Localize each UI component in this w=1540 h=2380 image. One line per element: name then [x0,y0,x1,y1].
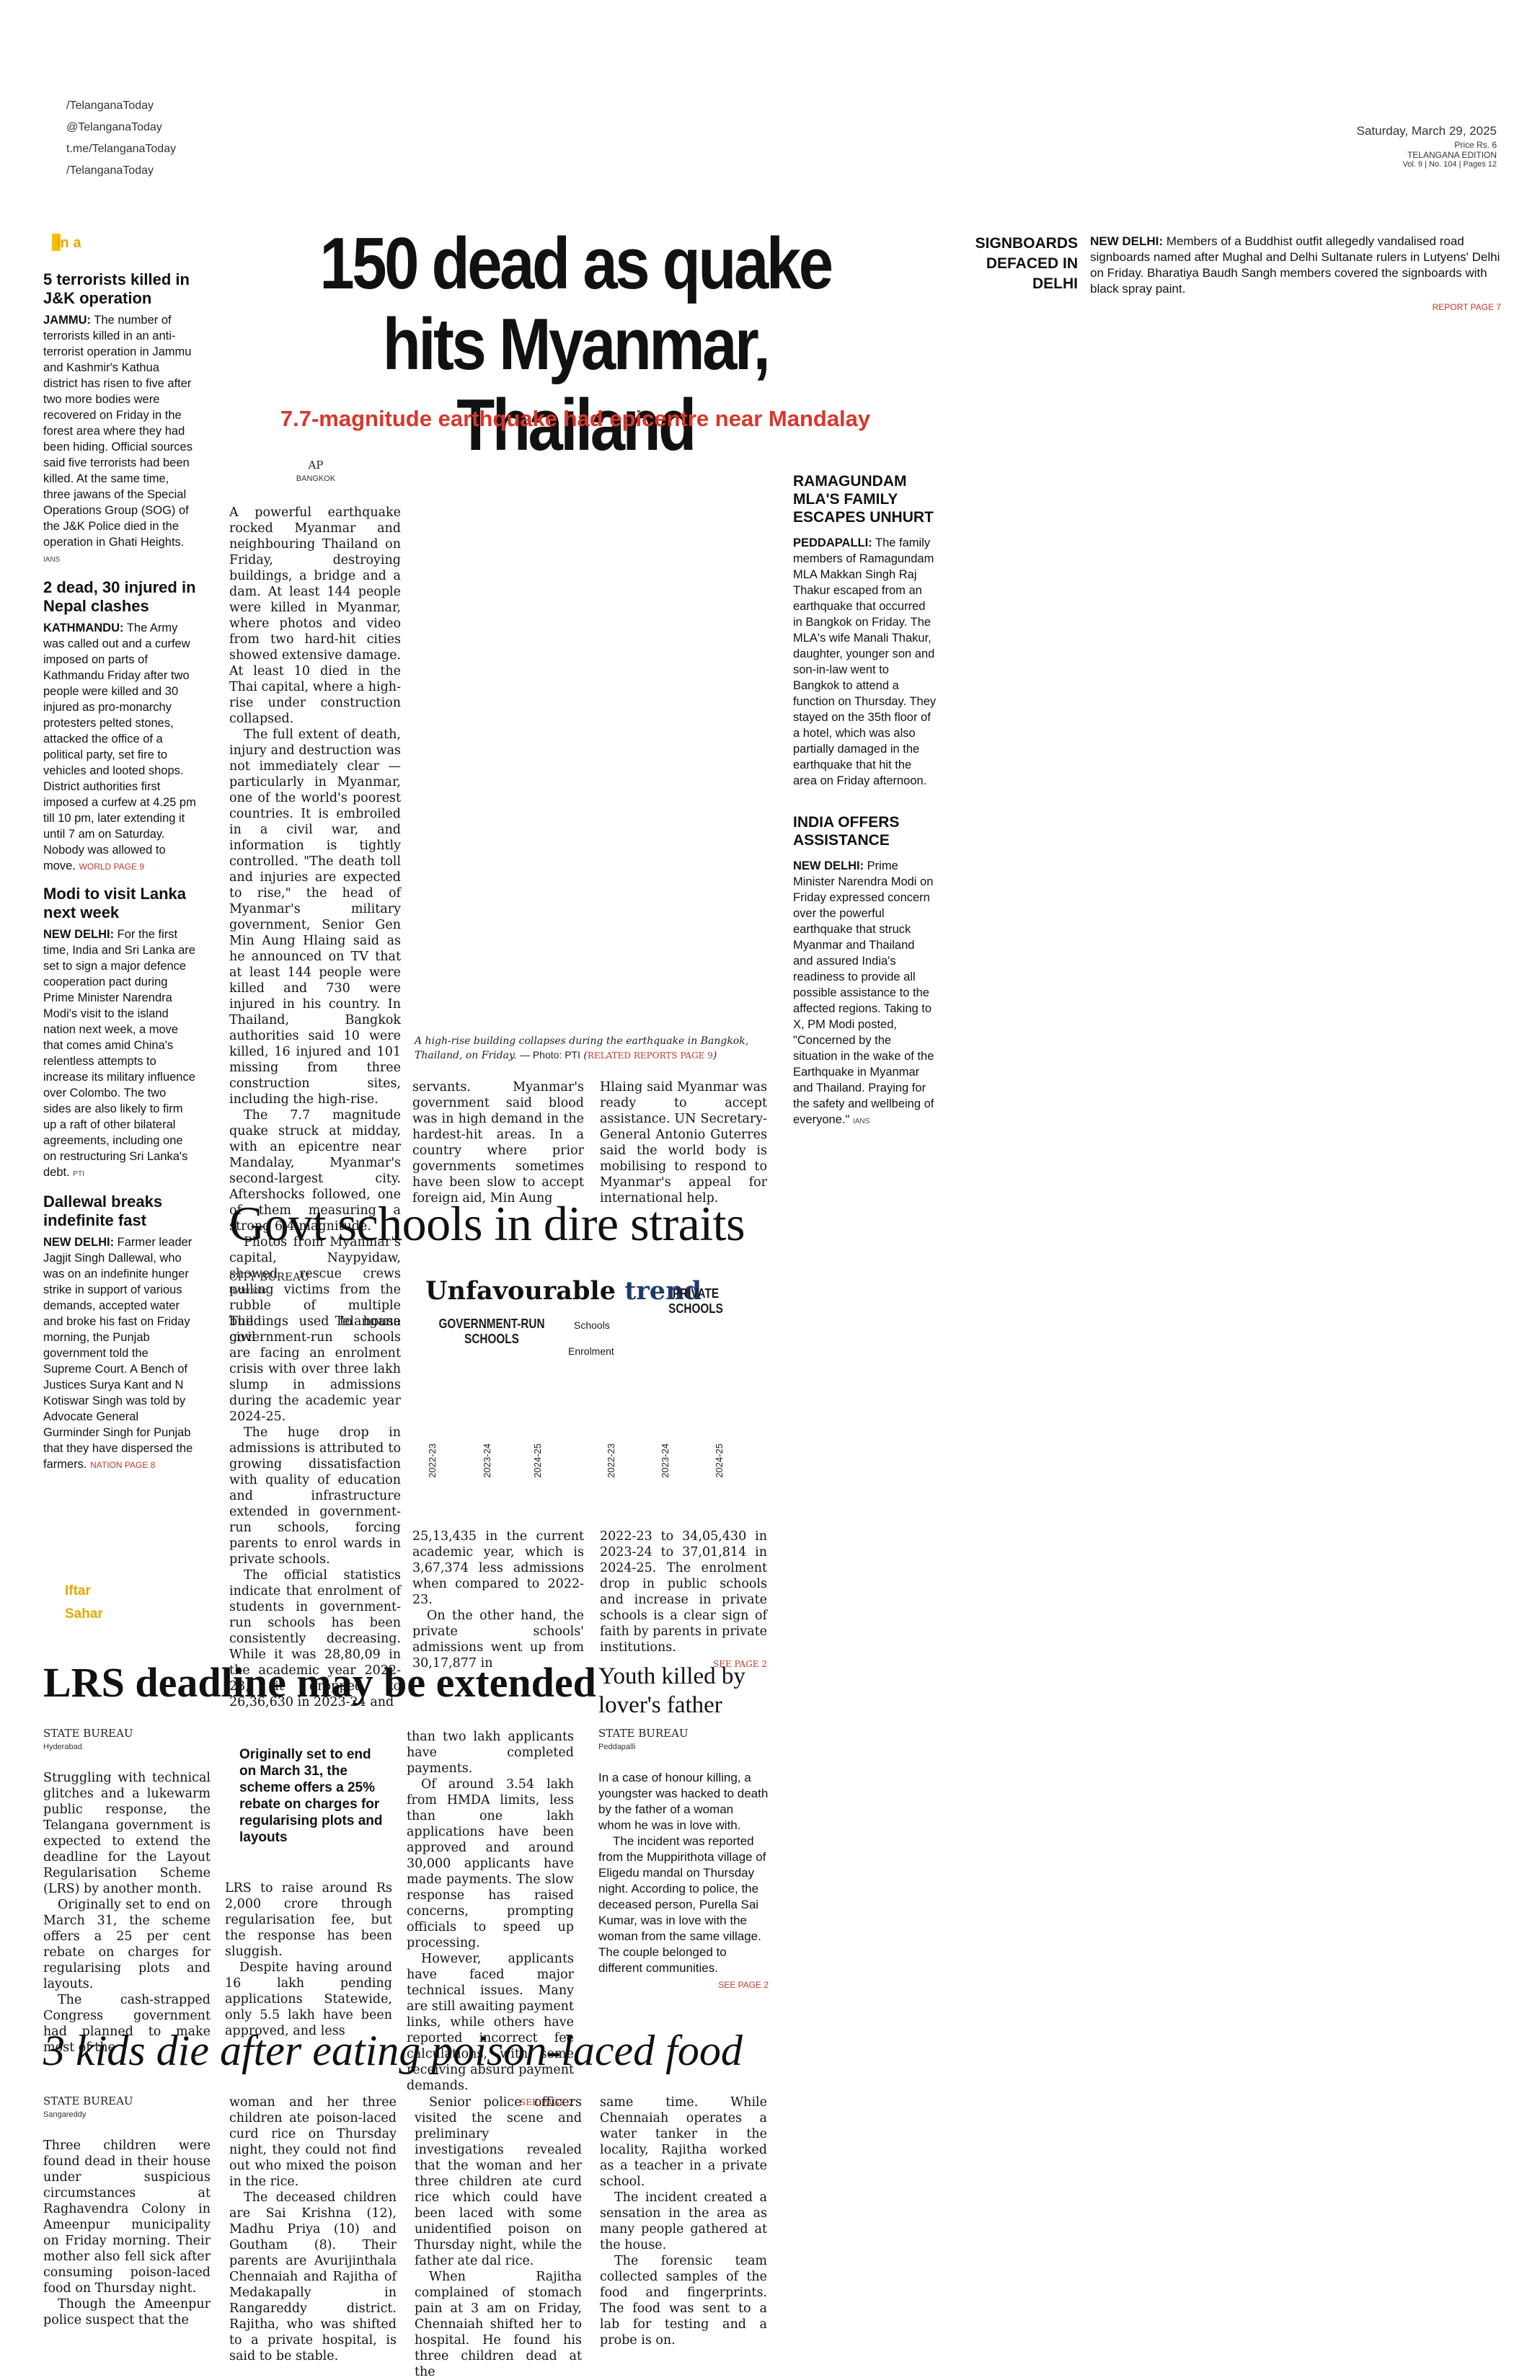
side-body: NEW DELHI: Prime Minister Narendra Modi … [793,859,934,1126]
instagram-handle[interactable]: /TelanganaToday [66,164,154,177]
tick-label: 2022-23 [606,1443,616,1478]
edition: TELANGANA EDITION [1407,150,1497,160]
dateline-place: Sangareddy [43,2110,87,2119]
poison-column-2: woman and her three children ate poison-… [229,2095,397,2363]
telegram-link[interactable]: t.me/TelanganaToday [66,143,177,155]
price: Price Rs. 6 [1454,140,1497,150]
page-ref[interactable]: REPORT PAGE 7 [1432,302,1501,312]
teaser-body: NEW DELHI: Members of a Buddhist outfit … [1090,234,1501,312]
byline: AP [308,459,324,472]
photo-caption: A high-rise building collapses during th… [415,1035,749,1061]
brief-item: 5 terrorists killed in J&K operation JAM… [43,270,196,568]
right-column: RAMAGUNDAM MLA'S FAMILY ESCAPES UNHURT P… [793,472,937,1130]
tick-label: 2023-24 [482,1443,492,1478]
side-story: INDIA OFFERS ASSISTANCE NEW DELHI: Prime… [793,813,937,1130]
brief-body: NEW DELHI: For the first time, India and… [43,928,195,1179]
youth-headline: Youth killed by lover's father [598,1663,745,1718]
brief-item: Modi to visit Lanka next week NEW DELHI:… [43,885,196,1182]
brief-item: 2 dead, 30 injured in Nepal clashes KATH… [43,578,196,875]
lrs-byline-block: STATE BUREAU Hyderabad [43,1727,216,1751]
schools-column-3: 2022-23 to 34,05,430 in 2023-24 to 37,01… [600,1529,767,1669]
lrs-column-1: Struggling with technical glitches and a… [43,1771,211,2055]
page-ref[interactable]: SEE PAGE 2 [520,2097,574,2107]
label-marker [52,234,61,251]
lead-column-2: servants. Myanmar's government said bloo… [412,1080,584,1206]
brief-headline: Dallewal breaks indefinite fast [43,1193,163,1229]
legend-schools: Schools [574,1319,610,1331]
page-ref[interactable]: WORLD PAGE 9 [79,862,144,872]
lead-headline: 150 dead as quake hits Myanmar, Thailand [319,224,833,466]
poison-headline: 3 kids die after eating poison-laced foo… [43,2027,743,2074]
column-label: In a [56,235,81,251]
lead-photo [411,447,764,1024]
lead-column-1: A powerful earthquake rocked Myanmar and… [229,505,401,1345]
brief-item: Dallewal breaks indefinite fast NEW DELH… [43,1193,196,1473]
brief-body: JAMMU: The number of terrorists killed i… [43,314,192,564]
poison-column-4: same time. While Chennaiah operates a wa… [600,2095,767,2348]
dateline-place: BANGKOK [296,474,336,483]
lead-column-3: Hlaing said Myanmar was ready to accept … [600,1080,767,1206]
byline: STATE BUREAU [43,1727,133,1740]
teaser-label: SIGNBOARDS DEFACED IN DELHI [975,235,1078,292]
tick-label: 2023-24 [660,1443,671,1478]
tick-label: 2024-25 [532,1443,543,1478]
lrs-headline: LRS deadline may be extended [43,1659,596,1706]
page-ref[interactable]: NATION PAGE 8 [90,1460,156,1470]
schools-byline-block: CITY BUREAU Hyderabad [229,1270,402,1295]
legend-enrolment: Enrolment [568,1345,614,1357]
page-ref[interactable]: SEE PAGE 2 [718,1980,769,1990]
schools-column-1: The Telangana government-run schools are… [229,1314,401,1709]
youth-body: In a case of honour killing, a youngster… [598,1771,769,1990]
schools-headline: Govt schools in dire straits [229,1196,745,1251]
tick-label: 2022-23 [427,1443,438,1478]
brief-body: NEW DELHI: Farmer leader Jagjit Singh Da… [43,1236,193,1471]
sahar-label: Sahar [65,1606,103,1622]
page-ref[interactable]: SEE PAGE 2 [713,1659,767,1669]
brief-headline: 2 dead, 30 injured in Nepal clashes [43,578,196,615]
poison-column-3: Senior police officers visited the scene… [415,2095,582,2379]
youth-byline-block: STATE BUREAU Peddapalli [598,1727,771,1751]
side-headline: RAMAGUNDAM MLA'S FAMILY ESCAPES UNHURT [793,473,934,526]
chart-group-label: PRIVATE SCHOOLS [668,1286,723,1316]
volume: Vol. 9 | No. 104 | Pages 12 [1402,160,1497,169]
lrs-pullquote: Originally set to end on March 31, the s… [239,1747,383,1845]
chart-group-label: GOVERNMENT-RUN SCHOOLS [438,1317,545,1346]
byline: STATE BUREAU [598,1727,689,1740]
tick-label: 2024-25 [714,1443,725,1478]
enrolment-chart: Unfavourable trend GOVERNMENT-RUN SCHOOL… [411,1276,771,1500]
poison-column-1: Three children were found dead in their … [43,2138,211,2327]
side-headline: INDIA OFFERS ASSISTANCE [793,814,900,849]
lrs-column-3: than two lakh applicants have completed … [407,1730,574,2107]
twitter-handle[interactable]: @TelanganaToday [66,121,162,133]
page-ref[interactable]: RELATED REPORTS PAGE 9 [587,1050,713,1061]
side-story: RAMAGUNDAM MLA'S FAMILY ESCAPES UNHURT P… [793,472,937,789]
lrs-column-2: LRS to raise around Rs 2,000 crore throu… [225,1881,392,2038]
lead-byline-block: AP BANGKOK [229,459,402,483]
dateline-place: Peddapalli [598,1743,636,1751]
byline: STATE BUREAU [43,2094,133,2107]
poison-byline-block: STATE BUREAU Sangareddy [43,2094,216,2119]
facebook-handle[interactable]: /TelanganaToday [66,99,154,112]
edition-info: Saturday, March 29, 2025 Price Rs. 6 TEL… [1208,124,1497,169]
chart-title: Unfavourable trend [425,1276,702,1306]
schools-column-2: 25,13,435 in the current academic year, … [412,1529,584,1671]
lead-subhead: 7.7-magnitude earthquake had epicentre n… [280,406,871,431]
dateline-place: Hyderabad [229,1286,268,1295]
social-links: /TelanganaToday @TelanganaToday t.me/Tel… [66,95,176,182]
byline: CITY BUREAU [229,1270,310,1283]
issue-date: Saturday, March 29, 2025 [1356,124,1497,138]
brief-body: KATHMANDU: The Army was called out and a… [43,621,196,872]
brief-headline: Modi to visit Lanka next week [43,885,187,921]
brief-headline: 5 terrorists killed in J&K operation [43,270,190,307]
iftar-label: Iftar [65,1583,91,1598]
briefs-column: 5 terrorists killed in J&K operation JAM… [43,270,196,1473]
dateline-place: Hyderabad [43,1743,82,1751]
side-body: PEDDAPALLI: The family members of Ramagu… [793,536,937,787]
